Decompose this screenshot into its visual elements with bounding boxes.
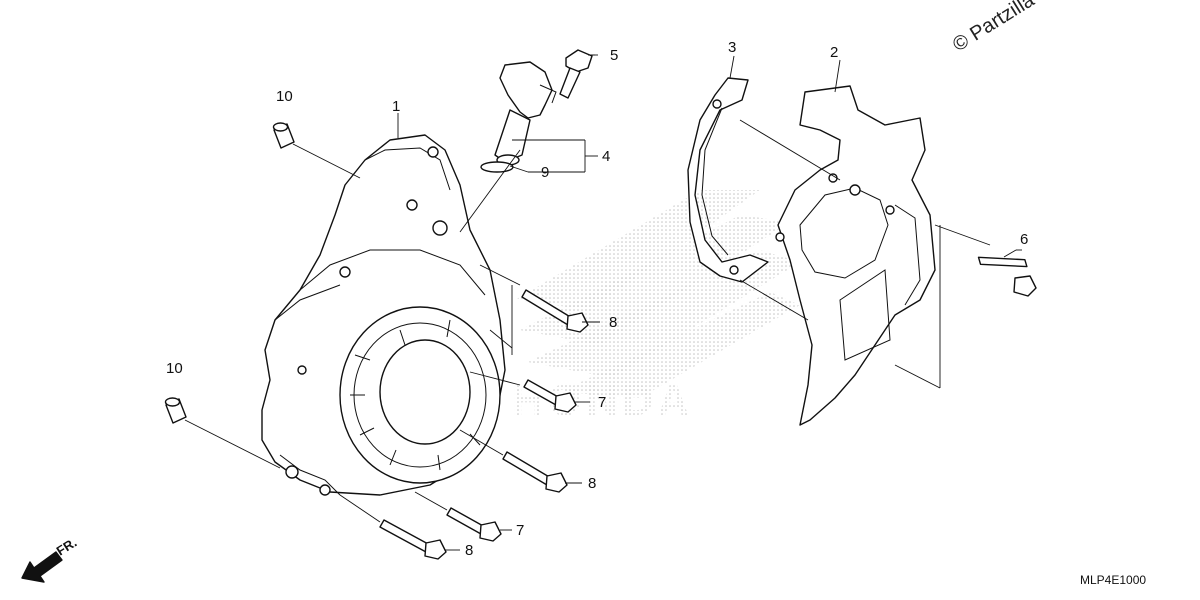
part-2-sprocket-cover[interactable] [775,85,936,426]
part-8-bolt-middle[interactable] [502,451,568,493]
callout-9: 9 [541,164,549,181]
part-10-dowel-lower[interactable] [164,397,187,424]
honda-wing-watermark [515,190,800,398]
callout-3: 3 [728,39,736,56]
leader-lines [184,54,1022,551]
part-9-o-ring[interactable] [480,161,514,173]
part-8-bolt-upper[interactable] [521,289,589,333]
part-4-sensor[interactable] [494,61,557,166]
callout-2: 2 [830,44,838,61]
callout-7-upper: 7 [598,394,606,411]
watermark-text: HONDA [512,376,693,425]
drawing-code: MLP4E1000 [1080,573,1146,587]
part-1-generator-cover[interactable] [261,134,506,496]
callout-10-lower: 10 [166,360,183,377]
callout-10-upper: 10 [276,88,293,105]
callout-8-lower: 8 [465,542,473,559]
callout-7-lower: 7 [516,522,524,539]
part-7-bolt-upper[interactable] [523,379,577,413]
callout-1: 1 [392,98,400,115]
front-direction-arrow: FR. [21,535,79,583]
part-7-bolt-lower[interactable] [446,507,502,542]
callout-8-middle: 8 [588,475,596,492]
part-5-bolt[interactable] [559,49,593,99]
callouts: 1 2 3 4 5 6 7 7 8 8 8 9 10 10 [166,39,1028,559]
callout-5: 5 [610,47,618,64]
copyright-text: © Partzilla [949,0,1039,56]
callout-6: 6 [1020,231,1028,248]
part-8-bolt-lower[interactable] [379,519,447,560]
part-6-bolt[interactable] [976,236,1037,297]
callout-8-upper: 8 [609,314,617,331]
part-10-dowel-upper[interactable] [272,122,295,149]
callout-4: 4 [602,148,610,165]
part-3-gasket[interactable] [687,77,769,283]
